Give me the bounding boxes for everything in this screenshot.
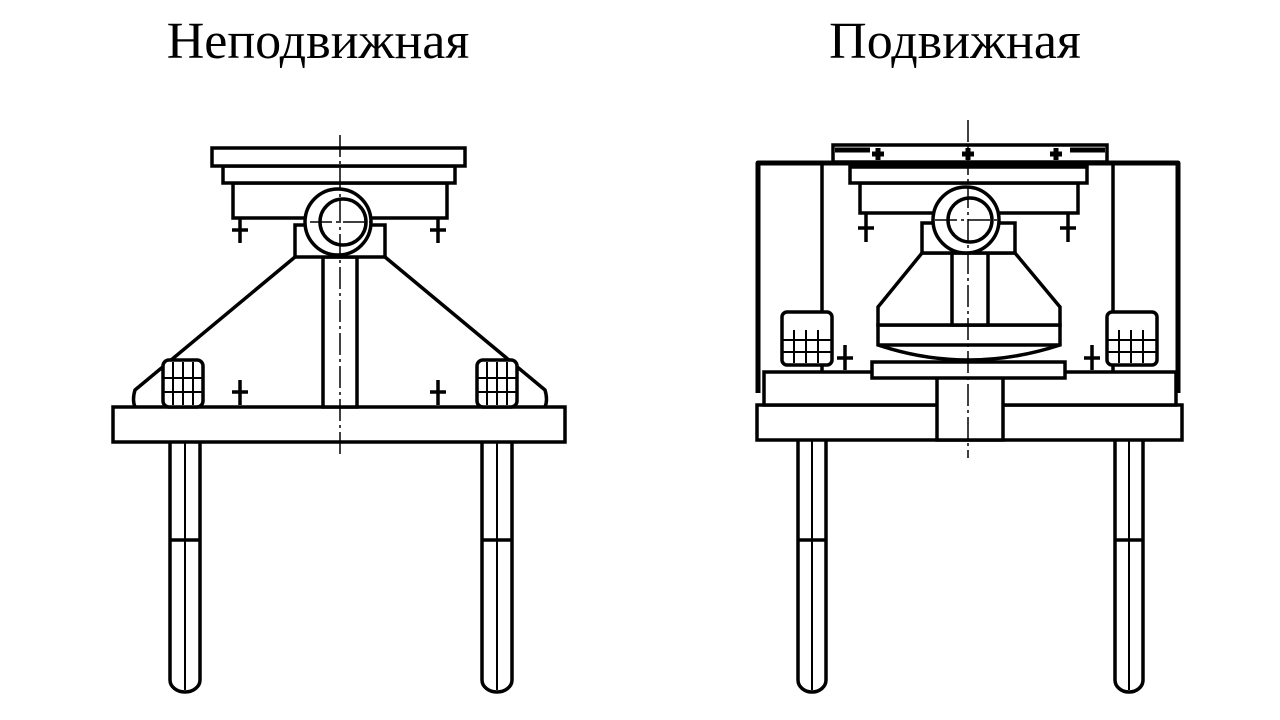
gusset-left	[131, 255, 297, 408]
center-insert	[935, 373, 1005, 442]
middle-plate	[221, 164, 457, 185]
fixed-bearing-title: Неподвижная	[166, 13, 470, 70]
rocker	[876, 323, 1062, 362]
gusset-right	[383, 255, 549, 408]
anchor-bolt-right	[480, 407, 514, 694]
anchor-bolt-right	[1113, 405, 1145, 694]
base-plate	[111, 405, 567, 444]
movable-bearing-title: Подвижная	[829, 13, 1081, 70]
anchor-bolt-left	[796, 405, 828, 694]
top-plate	[210, 146, 467, 168]
column	[950, 251, 990, 327]
anchor-bolt-left	[168, 407, 202, 694]
movable-bearing-drawing	[755, 120, 1184, 694]
fixed-bearing-drawing	[111, 135, 567, 694]
